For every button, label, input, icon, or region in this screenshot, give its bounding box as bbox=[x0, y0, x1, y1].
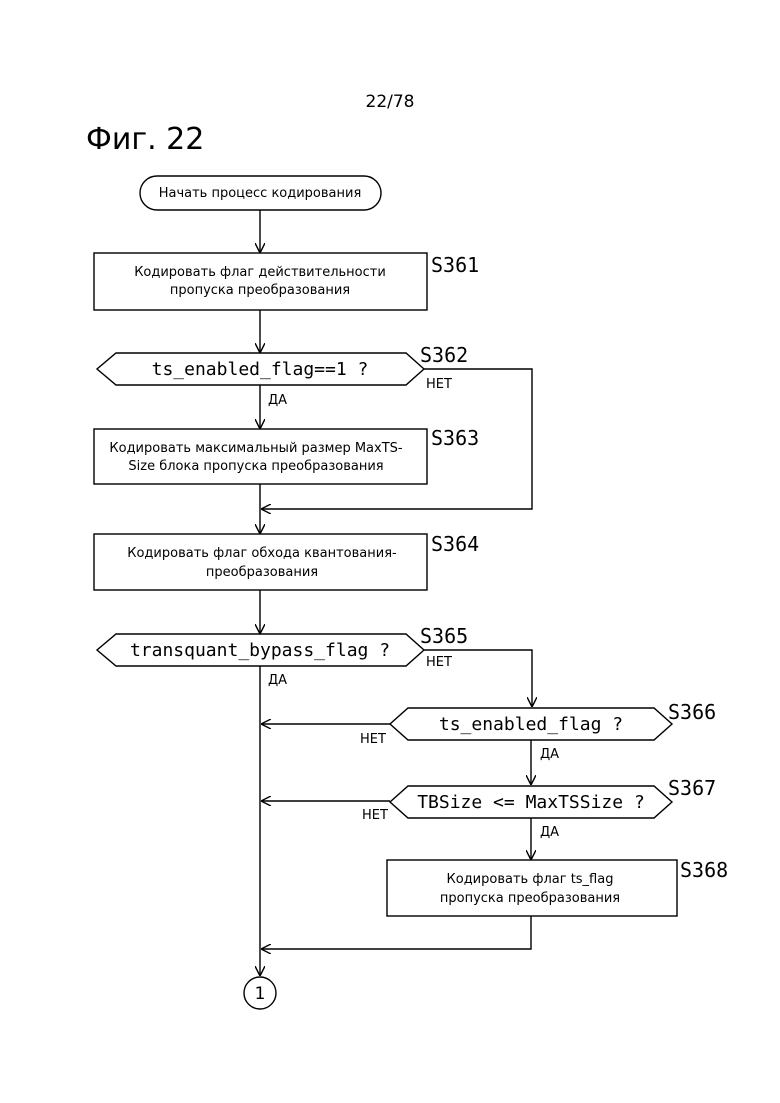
s366-no-label: НЕТ bbox=[360, 732, 386, 747]
s368-exit-path bbox=[262, 916, 531, 949]
s368-text-line1: Кодировать флаг ts_flag bbox=[447, 872, 614, 887]
s367-no-label: НЕТ bbox=[362, 808, 388, 823]
s365-no-label: НЕТ bbox=[426, 655, 452, 670]
s361-text-line2: пропуска преобразования bbox=[170, 283, 350, 298]
s365-yes-label: ДА bbox=[268, 673, 287, 688]
s362-condition: ts_enabled_flag==1 ? bbox=[152, 359, 369, 380]
decision-s362: ts_enabled_flag==1 ? S362 НЕТ ДА bbox=[97, 343, 468, 408]
process-box-s364: Кодировать флаг обхода квантования- прео… bbox=[94, 532, 479, 590]
process-box-s361: Кодировать флаг действительности пропуск… bbox=[94, 253, 479, 310]
decision-s367: TBSize <= MaxTSSize ? S367 НЕТ ДА bbox=[362, 776, 716, 840]
s366-yes-label: ДА bbox=[540, 747, 559, 762]
s361-text-line1: Кодировать флаг действительности bbox=[134, 265, 386, 280]
process-box-s363: Кодировать максимальный размер MaxTS- Si… bbox=[94, 426, 479, 484]
s366-condition: ts_enabled_flag ? bbox=[439, 714, 623, 735]
s368-text-line2: пропуска преобразования bbox=[440, 891, 620, 906]
s367-yes-label: ДА bbox=[540, 825, 559, 840]
s362-no-label: НЕТ bbox=[426, 377, 452, 392]
step-label-s363: S363 bbox=[431, 426, 479, 450]
step-label-s361: S361 bbox=[431, 253, 479, 277]
step-label-s368: S368 bbox=[680, 858, 728, 882]
decision-s366: ts_enabled_flag ? S366 НЕТ ДА bbox=[360, 700, 716, 762]
s362-yes-label: ДА bbox=[268, 393, 287, 408]
s364-text-line1: Кодировать флаг обхода квантования- bbox=[127, 546, 397, 561]
connector-label: 1 bbox=[255, 984, 266, 1004]
s364-text-line2: преобразования bbox=[206, 565, 318, 580]
step-label-s367: S367 bbox=[668, 776, 716, 800]
off-page-connector: 1 bbox=[244, 977, 276, 1009]
step-label-s364: S364 bbox=[431, 532, 479, 556]
process-box-s368: Кодировать флаг ts_flag пропуска преобра… bbox=[387, 858, 728, 916]
s363-text-line1: Кодировать максимальный размер MaxTS- bbox=[109, 441, 403, 456]
s365-condition: transquant_bypass_flag ? bbox=[130, 640, 390, 661]
step-label-s366: S366 bbox=[668, 700, 716, 724]
step-label-s365: S365 bbox=[420, 624, 468, 648]
decision-s365: transquant_bypass_flag ? S365 НЕТ ДА bbox=[97, 624, 468, 688]
s363-text-line2: Size блока пропуска преобразования bbox=[128, 459, 383, 474]
start-label: Начать процесс кодирования bbox=[159, 186, 362, 201]
start-terminal: Начать процесс кодирования bbox=[140, 176, 381, 210]
step-label-s362: S362 bbox=[420, 343, 468, 367]
s367-condition: TBSize <= MaxTSSize ? bbox=[417, 792, 645, 813]
